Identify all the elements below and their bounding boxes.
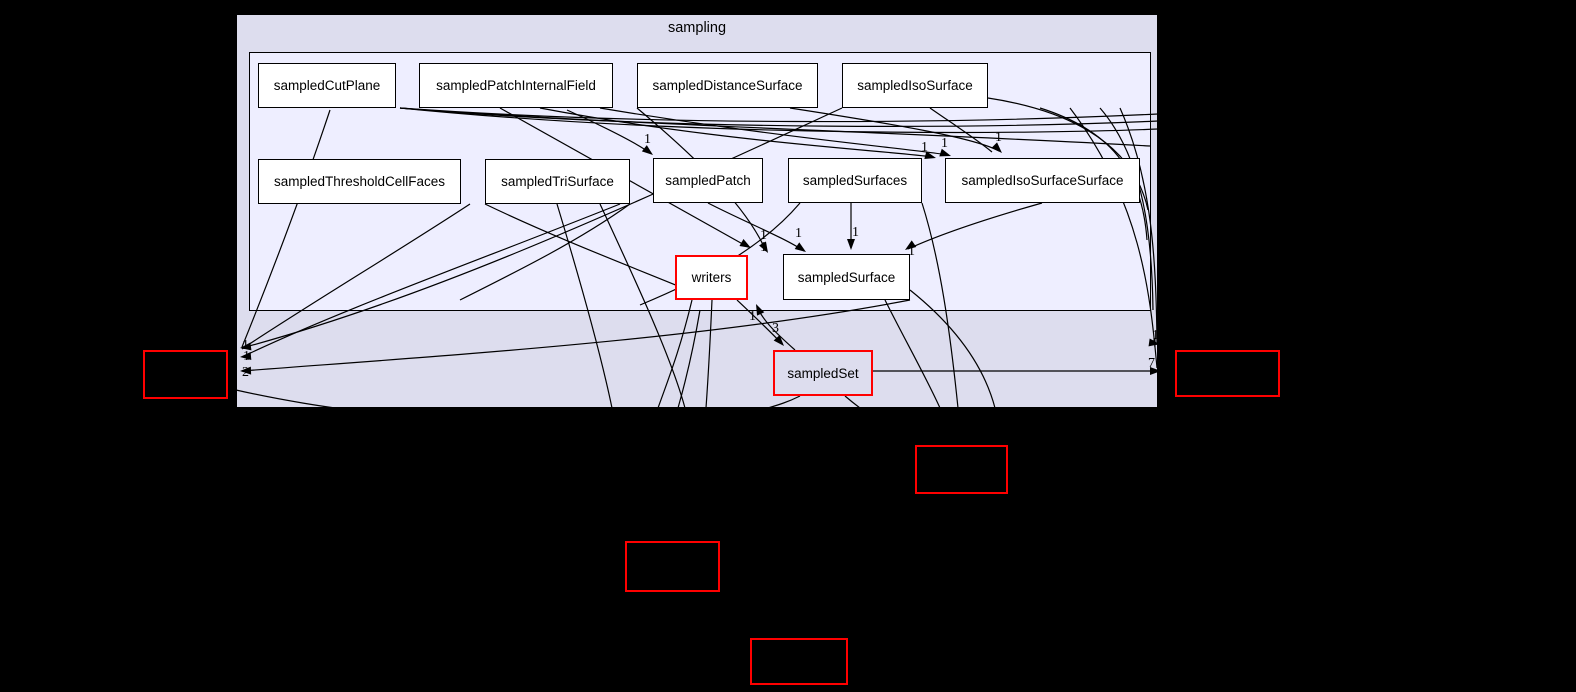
cluster-sampling-label[interactable]: sampling xyxy=(667,20,727,36)
edge-label[interactable]: 7 xyxy=(1148,356,1155,371)
node-writers[interactable]: writers xyxy=(675,255,748,300)
node-sampledisosurfacesurface[interactable]: sampledIsoSurfaceSurface xyxy=(945,158,1140,203)
node-sampledtrisurface[interactable]: sampledTriSurface xyxy=(485,159,630,204)
edge-label[interactable]: 1 xyxy=(852,225,859,240)
edge-label[interactable]: 1 xyxy=(749,309,756,324)
edge-label[interactable]: 1 xyxy=(644,132,651,147)
node-sampledthresholdcellfaces[interactable]: sampledThresholdCellFaces xyxy=(258,159,461,204)
edge-label[interactable]: 1 xyxy=(921,140,928,155)
external-node-bottom[interactable] xyxy=(750,638,848,685)
node-sampledsurface[interactable]: sampledSurface xyxy=(783,254,910,300)
external-node-right[interactable] xyxy=(1175,350,1280,397)
node-sampledisosurface[interactable]: sampledIsoSurface xyxy=(842,63,988,108)
external-node-left[interactable] xyxy=(143,350,228,399)
node-sampledpatch[interactable]: sampledPatch xyxy=(653,158,763,203)
external-node-bottom-left[interactable] xyxy=(625,541,720,592)
edge-label[interactable]: 1 xyxy=(243,349,250,364)
node-sampleddistancesurface[interactable]: sampledDistanceSurface xyxy=(637,63,818,108)
edge-label[interactable]: 1 xyxy=(760,240,767,255)
node-sampledsurfaces[interactable]: sampledSurfaces xyxy=(788,158,922,203)
edge-label[interactable]: 1 xyxy=(941,136,948,151)
external-node-middle[interactable] xyxy=(915,445,1008,494)
node-sampledcutplane[interactable]: sampledCutPlane xyxy=(258,63,396,108)
edge-label[interactable]: 1 xyxy=(995,130,1002,145)
node-sampledset[interactable]: sampledSet xyxy=(773,350,873,396)
edge-label[interactable]: 2 xyxy=(242,365,249,380)
edge-label[interactable]: 4 xyxy=(1150,336,1157,351)
edge-label[interactable]: 1 xyxy=(795,226,802,241)
node-sampledpatchinternalfield[interactable]: sampledPatchInternalField xyxy=(419,63,613,108)
edge-label[interactable]: 1 xyxy=(908,244,915,259)
edge-label[interactable]: 3 xyxy=(772,321,779,336)
cluster-sampledsurface-label: sampledSurface xyxy=(1261,93,1363,109)
